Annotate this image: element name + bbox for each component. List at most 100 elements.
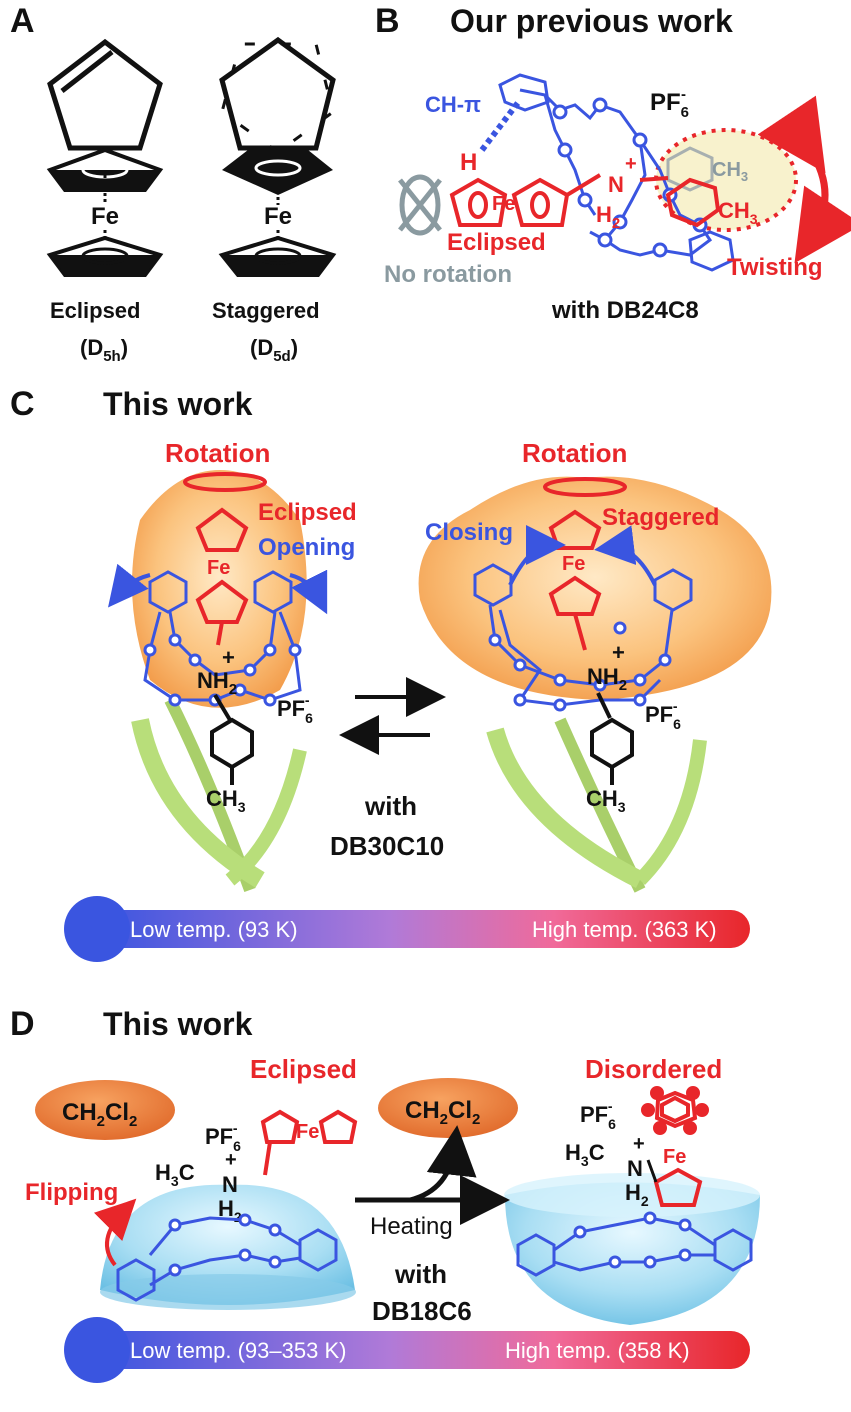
label-rotation-left: Rotation [165, 438, 270, 468]
label-eclipsed-sym: (D5h) [80, 335, 128, 365]
db18c6-crown-right [516, 1211, 753, 1277]
flower-open [418, 476, 772, 893]
solvent-oval-left [35, 1080, 175, 1140]
pf6-d-right: PF6- [580, 1098, 616, 1132]
eclipsed-top-pentagon [47, 38, 163, 151]
db18c6-label: DB18C6 [372, 1296, 472, 1326]
toluene-twisted [639, 176, 721, 228]
ferrocene-c-left [195, 507, 249, 646]
fe-label-a-left: Fe [91, 203, 119, 230]
closing-arrow-right-icon [594, 525, 657, 586]
n-label-b: N [608, 172, 624, 197]
fe-label-b: Fe [492, 193, 515, 215]
h2-d-right: H2 [625, 1180, 649, 1209]
label-with-db24c8: with DB24C8 [551, 297, 699, 324]
with-label-d: with [394, 1259, 447, 1289]
no-rotation-icon [398, 174, 442, 236]
ch3-label-b: CH3 [718, 198, 758, 227]
pf6-c-right: PF6- [645, 698, 681, 732]
nh2-c-left: NH2 [197, 668, 237, 698]
opening-arrow-left-icon [108, 563, 151, 608]
solvent-left-label: CH2Cl2 [62, 1099, 137, 1130]
ch3-c-right: CH3 [586, 786, 626, 815]
fe-label-a-right: Fe [264, 203, 292, 230]
label-disordered: Disordered [585, 1054, 722, 1084]
plus-label-b: + [625, 153, 637, 175]
label-no-rotation: No rotation [384, 261, 512, 288]
h3c-d-right: H3C [565, 1140, 605, 1169]
h2-d-left: H2 [218, 1196, 242, 1225]
toluene-c-right [590, 692, 634, 785]
plus-d-left: + [225, 1149, 237, 1171]
pf6-d-left: PF6- [205, 1120, 241, 1154]
twisting-arrow-icon [757, 95, 851, 264]
fe-label-d-left: Fe [296, 1121, 319, 1143]
toluene-c-left [210, 693, 254, 785]
pf6-label-b: PF6- [650, 86, 689, 121]
tulip-closed [131, 470, 307, 893]
n-d-right: N [627, 1156, 643, 1181]
label-ch-pi: CH-π [425, 92, 481, 117]
plus-c-left: + [222, 645, 235, 670]
pf6-c-left: PF6- [277, 692, 313, 726]
rotation-arrow-left-icon [183, 472, 267, 492]
db24c8-crown [498, 73, 735, 272]
staggered-top-ring [219, 36, 336, 154]
flipping-arrow-icon [93, 1198, 137, 1267]
ch-pi-dashed-line [479, 98, 523, 152]
plus-d-right: + [633, 1133, 645, 1155]
label-opening: Opening [258, 534, 355, 561]
fe-label-c-left: Fe [207, 557, 230, 579]
ferrocene-eclipsed: Fe [46, 147, 164, 277]
ferrocene-d-right-lower [653, 1167, 703, 1207]
ferrocene-b [449, 173, 602, 227]
panel-b-title: Our previous work [450, 3, 733, 39]
h2-label-b: H2 [596, 202, 620, 232]
db30c10-crown-right [473, 563, 693, 712]
linker-d-right [646, 1159, 658, 1183]
panel-d-title: This work [103, 1006, 253, 1042]
label-flipping: Flipping [25, 1179, 118, 1206]
label-eclipsed-b: Eclipsed [447, 229, 546, 256]
label-eclipsed-c: Eclipsed [258, 499, 357, 526]
nh2-c-right: NH2 [587, 664, 627, 694]
bar-c-low: Low temp. (93 K) [130, 917, 298, 942]
bar-d-high: High temp. (358 K) [505, 1338, 690, 1363]
ferrocene-staggered: Fe [218, 150, 337, 277]
solvent-release-arrow-icon [409, 1125, 477, 1203]
opening-arrow-right-icon [289, 569, 328, 615]
panel-d-letter: D [10, 1005, 35, 1043]
label-twisting: Twisting [727, 254, 823, 281]
label-staggered-c: Staggered [602, 504, 719, 531]
h3c-d-left: H3C [155, 1160, 195, 1189]
fe-label-c-right: Fe [562, 553, 585, 575]
h-label-b: H [460, 149, 477, 176]
panel-b-letter: B [375, 2, 400, 40]
db30c10-label: DB30C10 [330, 831, 444, 861]
db18c6-crown-left [116, 1213, 338, 1302]
with-label-c: with [364, 791, 417, 821]
ferrocene-d-left [260, 1109, 358, 1176]
label-staggered-a: Staggered [212, 298, 320, 323]
plus-c-right: + [612, 640, 625, 665]
ch3-c-left: CH3 [206, 786, 246, 815]
closing-arrow-left-icon [508, 525, 566, 586]
solvent-right-label: CH2Cl2 [405, 1097, 480, 1128]
panel-c-title: This work [103, 386, 253, 422]
label-heating: Heating [370, 1213, 453, 1240]
bar-c-high: High temp. (363 K) [532, 917, 717, 942]
label-staggered-sym: (D5d) [250, 335, 298, 365]
solvent-oval-right [378, 1078, 518, 1138]
n-d-left: N [222, 1172, 238, 1197]
label-eclipsed-d: Eclipsed [250, 1054, 357, 1084]
ch3-ghost-label: CH3 [712, 159, 748, 184]
dome-left [100, 1184, 355, 1305]
rotation-arrow-right-icon [543, 477, 627, 497]
label-eclipsed-a: Eclipsed [50, 298, 140, 323]
temperature-bar-c: Low temp. (93 K) High temp. (363 K) [64, 896, 750, 962]
panel-a-letter: A [10, 2, 35, 40]
bowl-right-rim [504, 1173, 760, 1217]
label-closing: Closing [425, 519, 513, 546]
